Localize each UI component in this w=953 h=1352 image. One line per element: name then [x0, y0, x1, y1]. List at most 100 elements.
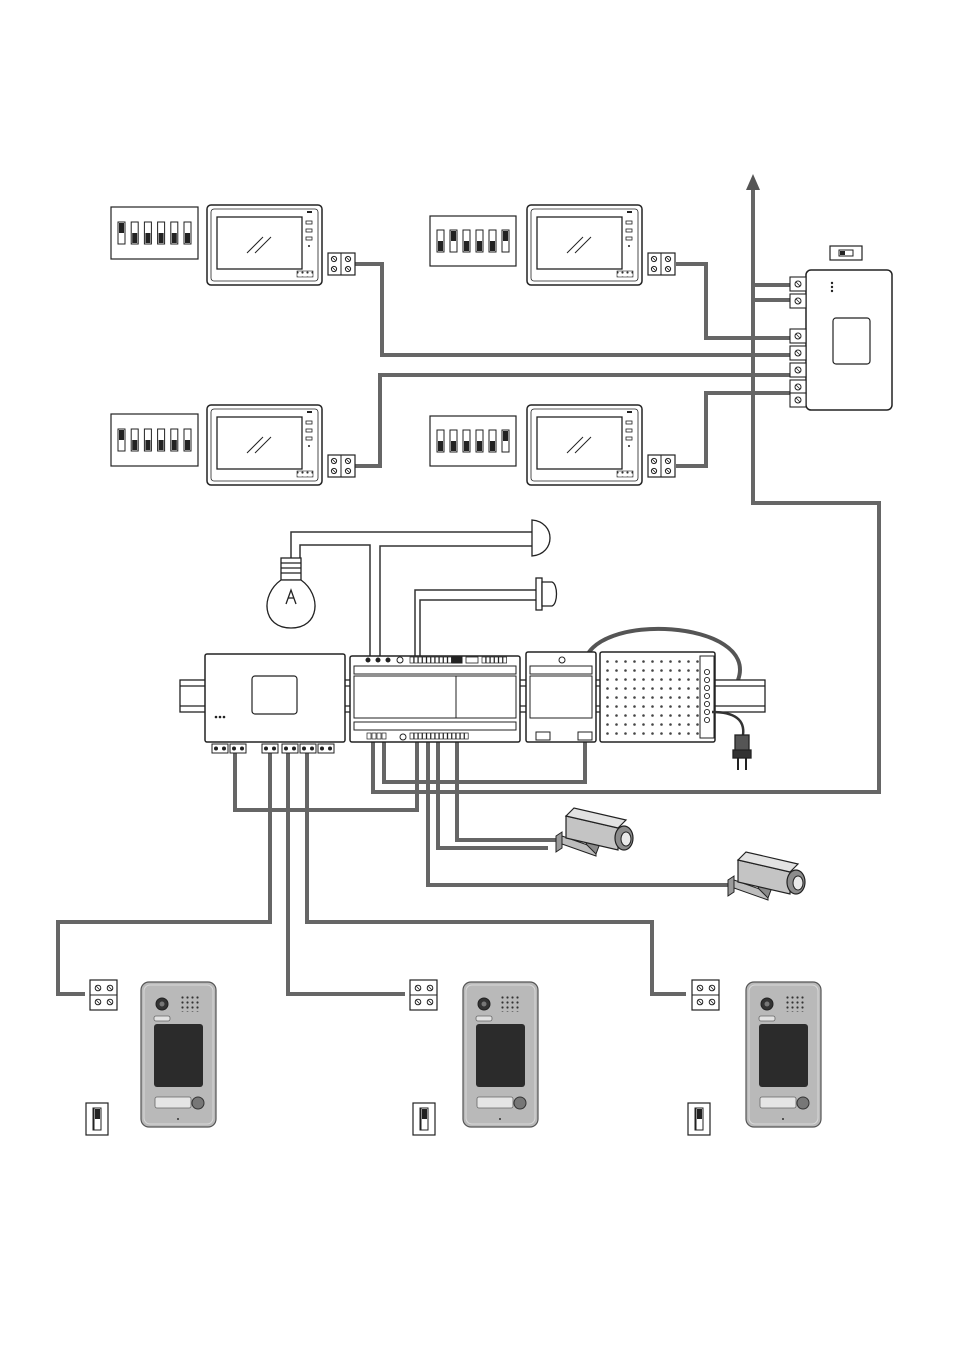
dip-switch	[421, 1108, 428, 1130]
monitor-2-dip	[430, 216, 516, 266]
terminal-pin	[410, 733, 414, 739]
terminal-pin	[444, 733, 448, 739]
monitor-screen	[537, 417, 622, 469]
monitor-speaker	[617, 471, 633, 477]
terminal	[790, 393, 806, 407]
exit-button-icon	[536, 578, 557, 610]
display-window	[759, 1024, 808, 1087]
terminal-pin	[486, 657, 490, 663]
door-station-1-terminal	[90, 980, 117, 1010]
terminal-pin	[435, 657, 439, 663]
terminal	[790, 277, 806, 291]
terminal	[318, 744, 334, 753]
wire-monitor-4	[676, 393, 790, 466]
wire-door-3	[307, 752, 686, 994]
dip-switch	[502, 230, 509, 252]
monitor-3-terminal	[328, 455, 355, 477]
monitor-1-dip	[111, 207, 198, 259]
terminal-pin	[431, 657, 435, 663]
monitor-3-dip	[111, 414, 198, 466]
monitor-speaker	[617, 271, 633, 277]
dip-switch	[696, 1108, 703, 1130]
terminal	[790, 346, 806, 360]
terminal-screw	[704, 677, 709, 682]
door-station-3-dip	[688, 1103, 710, 1135]
terminal	[790, 363, 806, 377]
terminal-pin	[427, 733, 431, 739]
terminal-pin	[386, 658, 390, 662]
dip-switch	[489, 430, 496, 452]
door-station-1-dip	[86, 1103, 108, 1135]
cctv-camera-icon	[556, 808, 633, 856]
monitor-4-terminal	[648, 455, 675, 477]
terminal-pin	[495, 657, 499, 663]
din-rail-controller	[350, 656, 520, 742]
connector	[466, 657, 478, 663]
terminal-pin	[482, 657, 486, 663]
wire-button-2	[420, 600, 536, 659]
wire-door-1	[58, 752, 270, 994]
dip-switch	[131, 429, 138, 451]
terminal-screw	[704, 709, 709, 714]
dip-switch	[450, 430, 457, 452]
dip-switch	[184, 222, 191, 244]
terminal-screw	[704, 717, 709, 722]
terminal-pin	[372, 733, 376, 739]
speaker-grille	[501, 996, 521, 1012]
terminal-pin	[439, 733, 443, 739]
display-window	[154, 1024, 203, 1087]
monitor-screen	[537, 217, 622, 269]
terminal	[230, 744, 246, 753]
terminal-pin	[490, 657, 494, 663]
terminal-pin	[448, 657, 452, 663]
terminal-pin	[452, 733, 456, 739]
terminal	[300, 744, 316, 753]
terminal	[790, 294, 806, 308]
door-station-2-terminal	[410, 980, 437, 1010]
dip-switch	[184, 429, 191, 451]
call-button	[514, 1097, 526, 1109]
dip-switch	[158, 429, 165, 451]
dip-switch	[476, 430, 483, 452]
wire-uplink-2	[753, 285, 790, 300]
din-rail-relay	[526, 652, 596, 742]
terminal	[790, 380, 806, 394]
dip-switch	[171, 429, 178, 451]
call-button	[797, 1097, 809, 1109]
dip-switch	[144, 429, 151, 451]
terminal-pin	[418, 733, 422, 739]
name-plate	[155, 1097, 191, 1108]
terminal	[262, 744, 278, 753]
monitor-2	[430, 205, 675, 285]
terminal	[212, 744, 228, 753]
monitor-3	[111, 405, 355, 485]
power-plug-icon	[712, 712, 751, 770]
dip-switch	[476, 230, 483, 252]
dip-switch	[463, 230, 470, 252]
connector	[452, 657, 462, 663]
terminal	[790, 329, 806, 343]
terminal-pin	[423, 657, 427, 663]
terminal-screw	[704, 685, 709, 690]
monitor-4-dip	[430, 416, 516, 466]
cctv-camera-icon	[728, 852, 805, 900]
terminal-pin	[427, 657, 431, 663]
dip-switch	[450, 230, 457, 252]
monitor-4	[430, 405, 675, 485]
name-plate	[760, 1097, 796, 1108]
terminal-pin	[377, 733, 381, 739]
distributor-switch	[830, 246, 862, 260]
terminal-pin	[435, 733, 439, 739]
terminal-pin	[460, 733, 464, 739]
wire-controller-psu	[384, 738, 585, 782]
terminal-pin	[499, 657, 503, 663]
door-station-3	[688, 980, 821, 1135]
bell-icon	[532, 520, 550, 556]
door-panel	[746, 982, 821, 1127]
terminal-pin	[448, 733, 452, 739]
terminal-pin	[410, 657, 414, 663]
monitor-2-terminal	[648, 253, 675, 275]
wire-uplink	[753, 188, 790, 285]
terminal-pin	[367, 733, 371, 739]
